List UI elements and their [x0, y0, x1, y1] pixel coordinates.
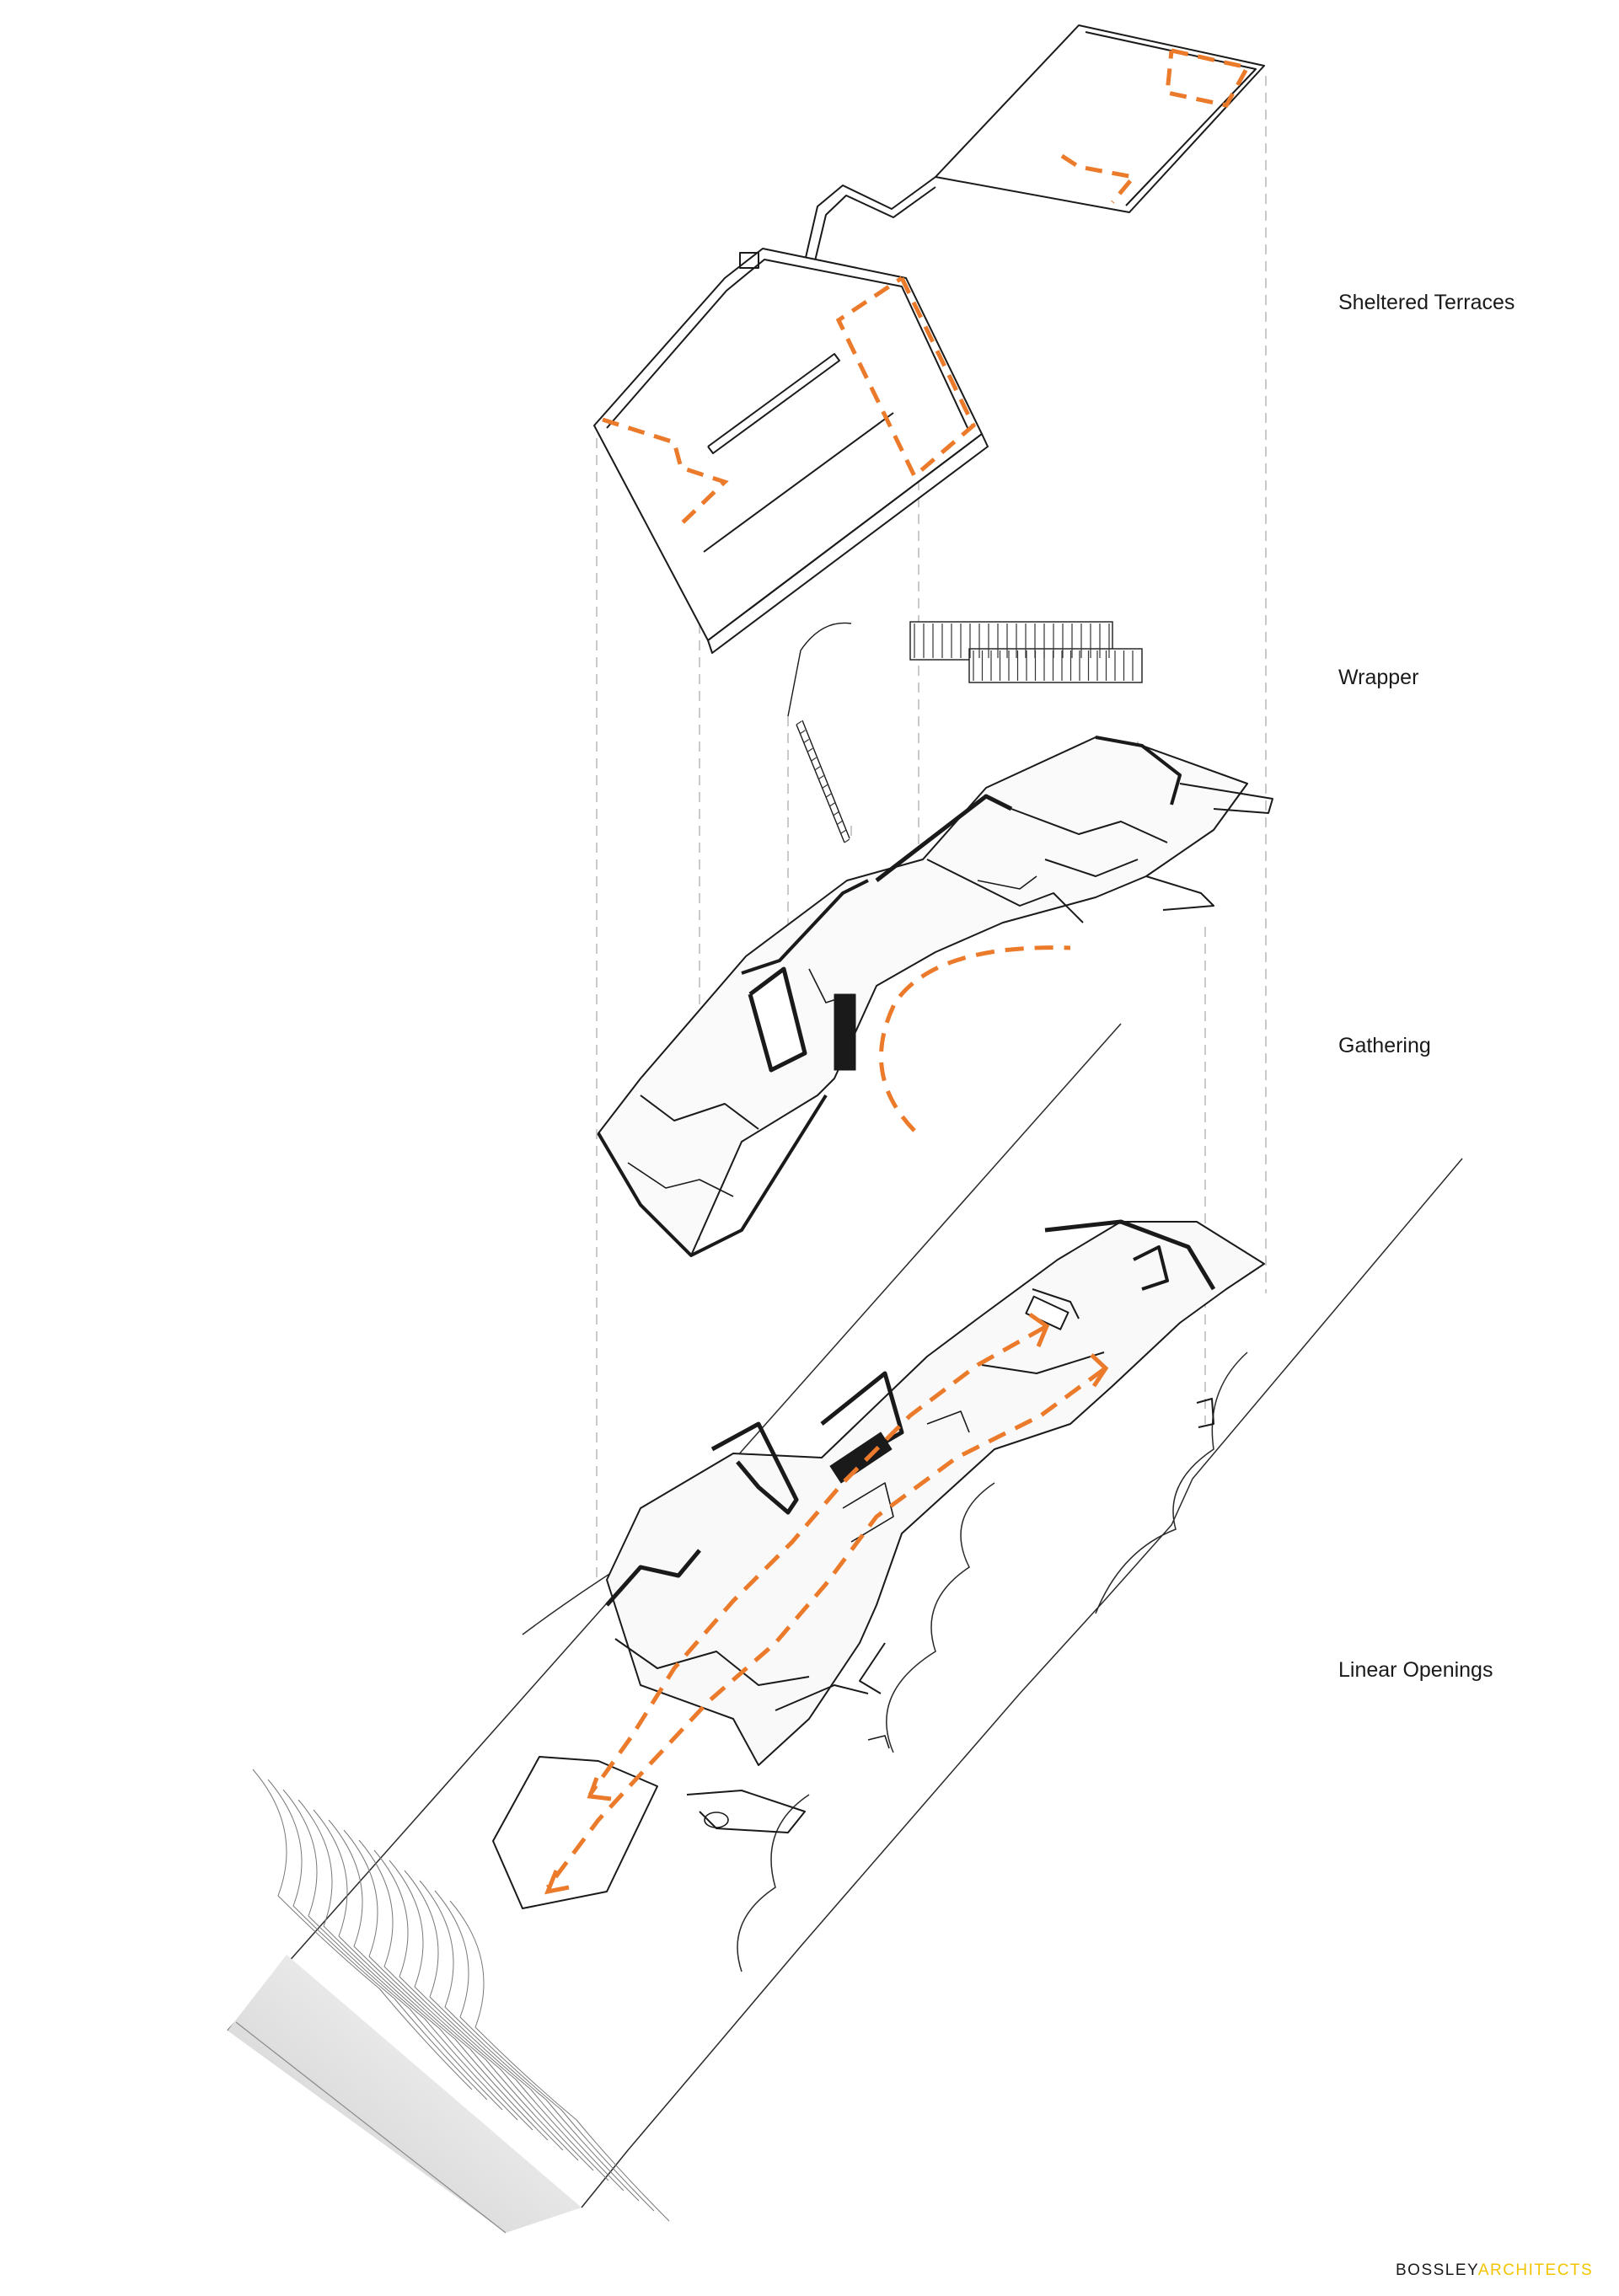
site-contour-line	[404, 1870, 625, 2192]
wrapper-batten	[840, 829, 846, 834]
site-contours	[252, 1769, 670, 2222]
site-contour-line	[389, 1860, 609, 2181]
site-contour-line	[419, 1880, 640, 2202]
site-contour-line	[252, 1769, 473, 2090]
logo-word-bossley: BOSSLEY	[1396, 2261, 1478, 2279]
wrapper-battens	[796, 624, 1134, 843]
wrapper-batten	[811, 757, 817, 762]
wrapper-batten	[836, 820, 843, 825]
linear-openings-markers	[546, 1325, 1106, 1889]
wrapper-batten	[800, 730, 806, 735]
wrapper-batten	[818, 775, 824, 780]
layer-label-linear-openings: Linear Openings	[1338, 1658, 1493, 1682]
sheltered-terrace-markers	[602, 48, 1251, 528]
site-contour-line	[343, 1829, 564, 2151]
site-contour-line	[313, 1809, 533, 2131]
gathering-path-marker	[879, 945, 1071, 1132]
linear-openings-arrowheads	[544, 1312, 1109, 1895]
wrapper-batten	[807, 747, 813, 752]
site-contour-line	[434, 1890, 655, 2212]
wrapper-batten	[825, 793, 832, 798]
site-contour-line	[373, 1849, 594, 2171]
site-contour-line	[282, 1789, 503, 2111]
wrapper-batten	[796, 720, 802, 725]
wrapper-batten	[844, 838, 850, 843]
logo-word-architects: ARCHITECTS	[1477, 2261, 1594, 2279]
wrapper-batten	[814, 766, 821, 771]
wrapper-batten	[833, 811, 839, 816]
wrapper-batten	[803, 739, 810, 744]
gathering-floor-plan	[597, 736, 1273, 1257]
bossley-architects-logo: BOSSLEYARCHITECTS	[1396, 2261, 1593, 2280]
site-contour-line	[358, 1839, 579, 2161]
wrapper-batten	[822, 784, 828, 789]
site-contour-line	[328, 1819, 549, 2141]
site-contour-line	[267, 1779, 488, 2101]
sheltered-terraces-roof	[593, 24, 1265, 654]
site-contour-line	[449, 1900, 670, 2222]
layer-label-gathering: Gathering	[1338, 1034, 1431, 1057]
wrapper-batten	[829, 802, 835, 807]
layer-label-wrapper: Wrapper	[1338, 666, 1419, 689]
site-contour-line	[298, 1799, 518, 2121]
layer-label-sheltered-terraces: Sheltered Terraces	[1338, 291, 1515, 314]
wrapper-screen	[787, 621, 1143, 843]
ground-floor-plan	[492, 1219, 1265, 1909]
